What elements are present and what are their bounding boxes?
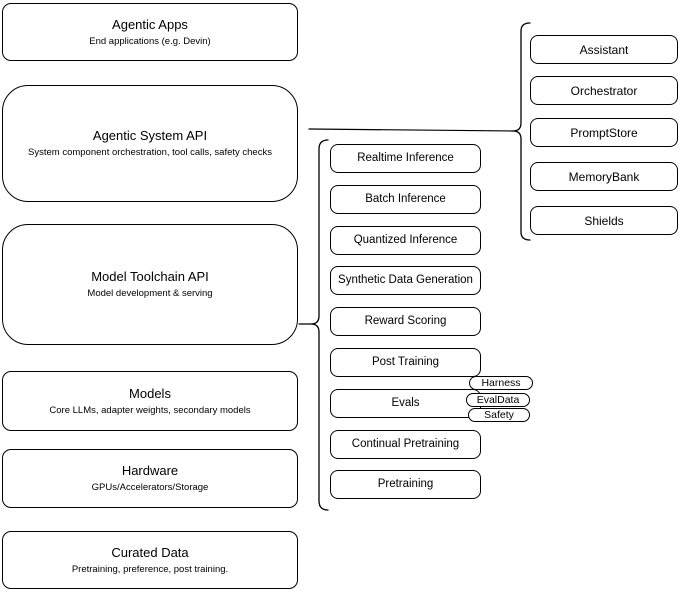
toolchain-item-batch-inference: Batch Inference bbox=[330, 184, 481, 214]
box-model-toolchain-api: Model Toolchain API Model development & … bbox=[2, 224, 298, 345]
box-curated-data-subtitle: Pretraining, preference, post training. bbox=[71, 563, 229, 575]
component-memorybank: MemoryBank bbox=[530, 162, 678, 191]
box-agentic-system-api-subtitle: System component orchestration, tool cal… bbox=[28, 147, 272, 158]
box-hardware: Hardware GPUs/Accelerators/Storage bbox=[2, 449, 298, 508]
toolchain-item-post-training: Post Training bbox=[330, 347, 481, 377]
box-agentic-apps-subtitle: End applications (e.g. Devin) bbox=[89, 35, 211, 47]
box-models-subtitle: Core LLMs, adapter weights, secondary mo… bbox=[49, 404, 251, 416]
evals-pill-evaldata: EvalData bbox=[466, 393, 530, 407]
box-hardware-subtitle: GPUs/Accelerators/Storage bbox=[91, 482, 209, 493]
toolchain-item-realtime-inference: Realtime Inference bbox=[330, 144, 481, 173]
toolchain-item-continual-pretraining: Continual Pretraining bbox=[330, 429, 481, 459]
brace-toolchain-items bbox=[310, 139, 329, 511]
box-models: Models Core LLMs, adapter weights, secon… bbox=[2, 371, 298, 431]
box-agentic-system-api: Agentic System API System component orch… bbox=[2, 85, 298, 202]
component-assistant: Assistant bbox=[530, 35, 678, 64]
box-model-toolchain-api-title: Model Toolchain API bbox=[91, 269, 209, 284]
evals-pill-harness: Harness bbox=[469, 376, 533, 390]
toolchain-item-evals: Evals bbox=[330, 388, 481, 418]
connector-system-api-to-components bbox=[308, 128, 514, 132]
brace-system-components bbox=[512, 22, 531, 241]
box-models-title: Models bbox=[129, 385, 171, 401]
toolchain-item-quantized-inference: Quantized Inference bbox=[330, 225, 481, 255]
toolchain-item-synthetic-data-generation: Synthetic Data Generation bbox=[330, 266, 481, 296]
box-curated-data-title: Curated Data bbox=[111, 544, 189, 560]
toolchain-column: Realtime Inference Batch Inference Quant… bbox=[330, 144, 481, 500]
evals-pill-safety: Safety bbox=[468, 408, 530, 422]
box-agentic-apps: Agentic Apps End applications (e.g. Devi… bbox=[2, 3, 298, 61]
component-shields: Shields bbox=[530, 206, 678, 235]
component-promptstore: PromptStore bbox=[530, 118, 678, 147]
box-curated-data: Curated Data Pretraining, preference, po… bbox=[2, 531, 298, 589]
component-orchestrator: Orchestrator bbox=[530, 76, 678, 105]
toolchain-item-reward-scoring: Reward Scoring bbox=[330, 307, 481, 337]
box-agentic-apps-title: Agentic Apps bbox=[112, 16, 188, 32]
box-hardware-title: Hardware bbox=[121, 463, 179, 478]
system-components-column: Assistant Orchestrator PromptStore Memor… bbox=[530, 0, 678, 250]
box-agentic-system-api-title: Agentic System API bbox=[92, 128, 208, 143]
toolchain-item-pretraining: Pretraining bbox=[330, 470, 481, 500]
box-model-toolchain-api-subtitle: Model development & serving bbox=[87, 288, 213, 299]
